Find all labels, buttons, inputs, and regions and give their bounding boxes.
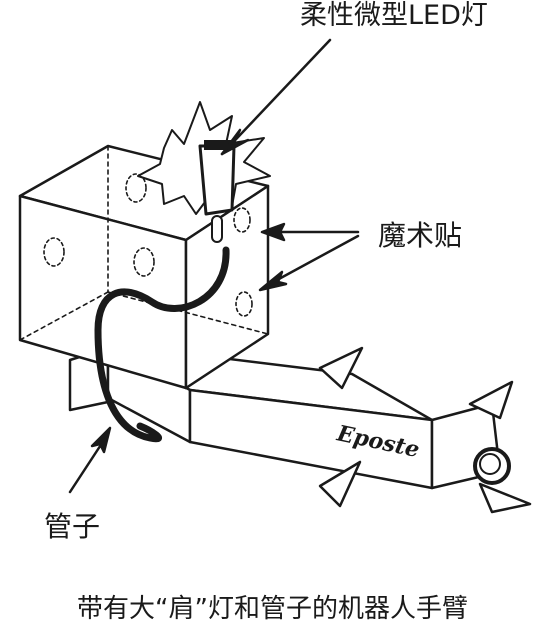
flex-tube <box>94 246 230 443</box>
label-velcro: 魔术贴 <box>378 219 463 252</box>
label-led-light: 柔性微型LED灯 <box>300 0 488 31</box>
arm-tip <box>318 346 532 514</box>
shoulder-box <box>18 144 270 390</box>
pointer-arrows <box>68 38 360 494</box>
velcro-dots <box>43 173 253 317</box>
led-light <box>137 101 271 243</box>
label-tube: 管子 <box>44 510 101 543</box>
brand-label: Eposte <box>334 420 422 463</box>
figure-caption: 带有大“肩”灯和管子的机器人手臂 <box>77 594 468 624</box>
